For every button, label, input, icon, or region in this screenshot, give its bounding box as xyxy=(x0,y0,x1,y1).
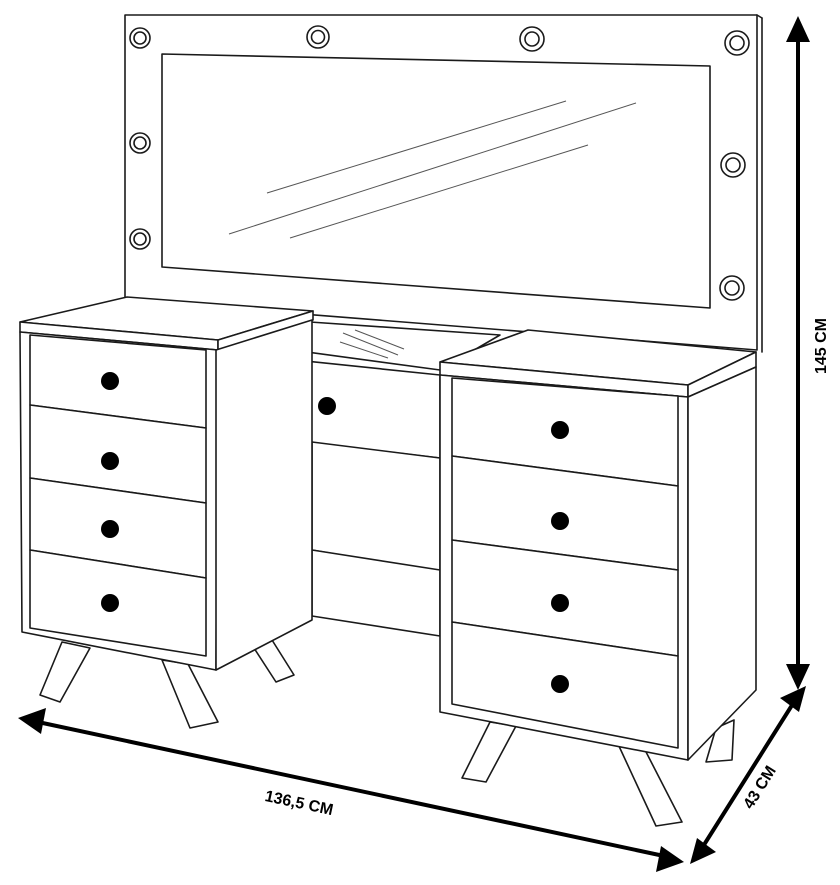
desk-reflection-line xyxy=(342,332,399,356)
right-cabinet xyxy=(439,329,757,761)
right-drawer-knob xyxy=(551,594,569,612)
bulb-icon xyxy=(720,152,746,178)
left-drawer-knob xyxy=(101,372,119,390)
right-cabinet-side xyxy=(687,366,757,761)
width-label: 136,5 CM xyxy=(263,788,334,819)
right-drawer-knob xyxy=(551,512,569,530)
left-cabinet-side xyxy=(215,319,313,671)
arrow-up-icon xyxy=(786,16,810,42)
bulb-icon xyxy=(719,275,745,301)
arrow-left-icon xyxy=(18,708,46,734)
right-drawer-knob xyxy=(551,675,569,693)
right-drawer-knob xyxy=(551,421,569,439)
arrow-right-icon xyxy=(656,846,684,872)
leg xyxy=(705,719,735,763)
mirror-panel xyxy=(124,14,763,353)
bulb-icon xyxy=(129,132,151,154)
left-drawer-knob xyxy=(101,520,119,538)
left-drawer-knob xyxy=(101,594,119,612)
width-dimension-line xyxy=(36,720,666,858)
mirror-glass xyxy=(161,53,711,309)
height-dimension: 145 CM xyxy=(786,16,830,690)
leg xyxy=(161,659,219,729)
center-drawer-knob xyxy=(318,397,336,415)
left-cabinet-top-side xyxy=(217,310,314,351)
mirror-reflection-line xyxy=(228,102,637,235)
leg xyxy=(461,721,517,783)
right-cabinet-legs xyxy=(461,719,735,827)
arrow-down-left-icon xyxy=(690,838,716,864)
leg xyxy=(39,641,91,703)
backboard-edge xyxy=(756,14,763,19)
mirror-bulbs xyxy=(129,25,750,301)
desk-reflection-line xyxy=(339,341,389,359)
bulb-icon xyxy=(519,26,545,52)
height-label: 145 CM xyxy=(813,318,830,374)
depth-dimension-line xyxy=(700,700,796,850)
bulb-icon xyxy=(129,228,151,250)
mirror-reflection-line xyxy=(289,144,589,239)
bulb-icon xyxy=(724,30,750,56)
left-drawer-knob xyxy=(101,452,119,470)
arrow-down-icon xyxy=(786,664,810,690)
mirror-reflection-line xyxy=(266,100,567,194)
desk-reflection-line xyxy=(354,329,405,350)
arrow-up-right-icon xyxy=(780,686,806,712)
bulb-icon xyxy=(306,25,330,49)
left-cabinet xyxy=(19,296,314,671)
left-cabinet-legs xyxy=(39,639,295,729)
bulb-icon xyxy=(129,27,151,49)
depth-label: 43 CM xyxy=(740,763,779,812)
